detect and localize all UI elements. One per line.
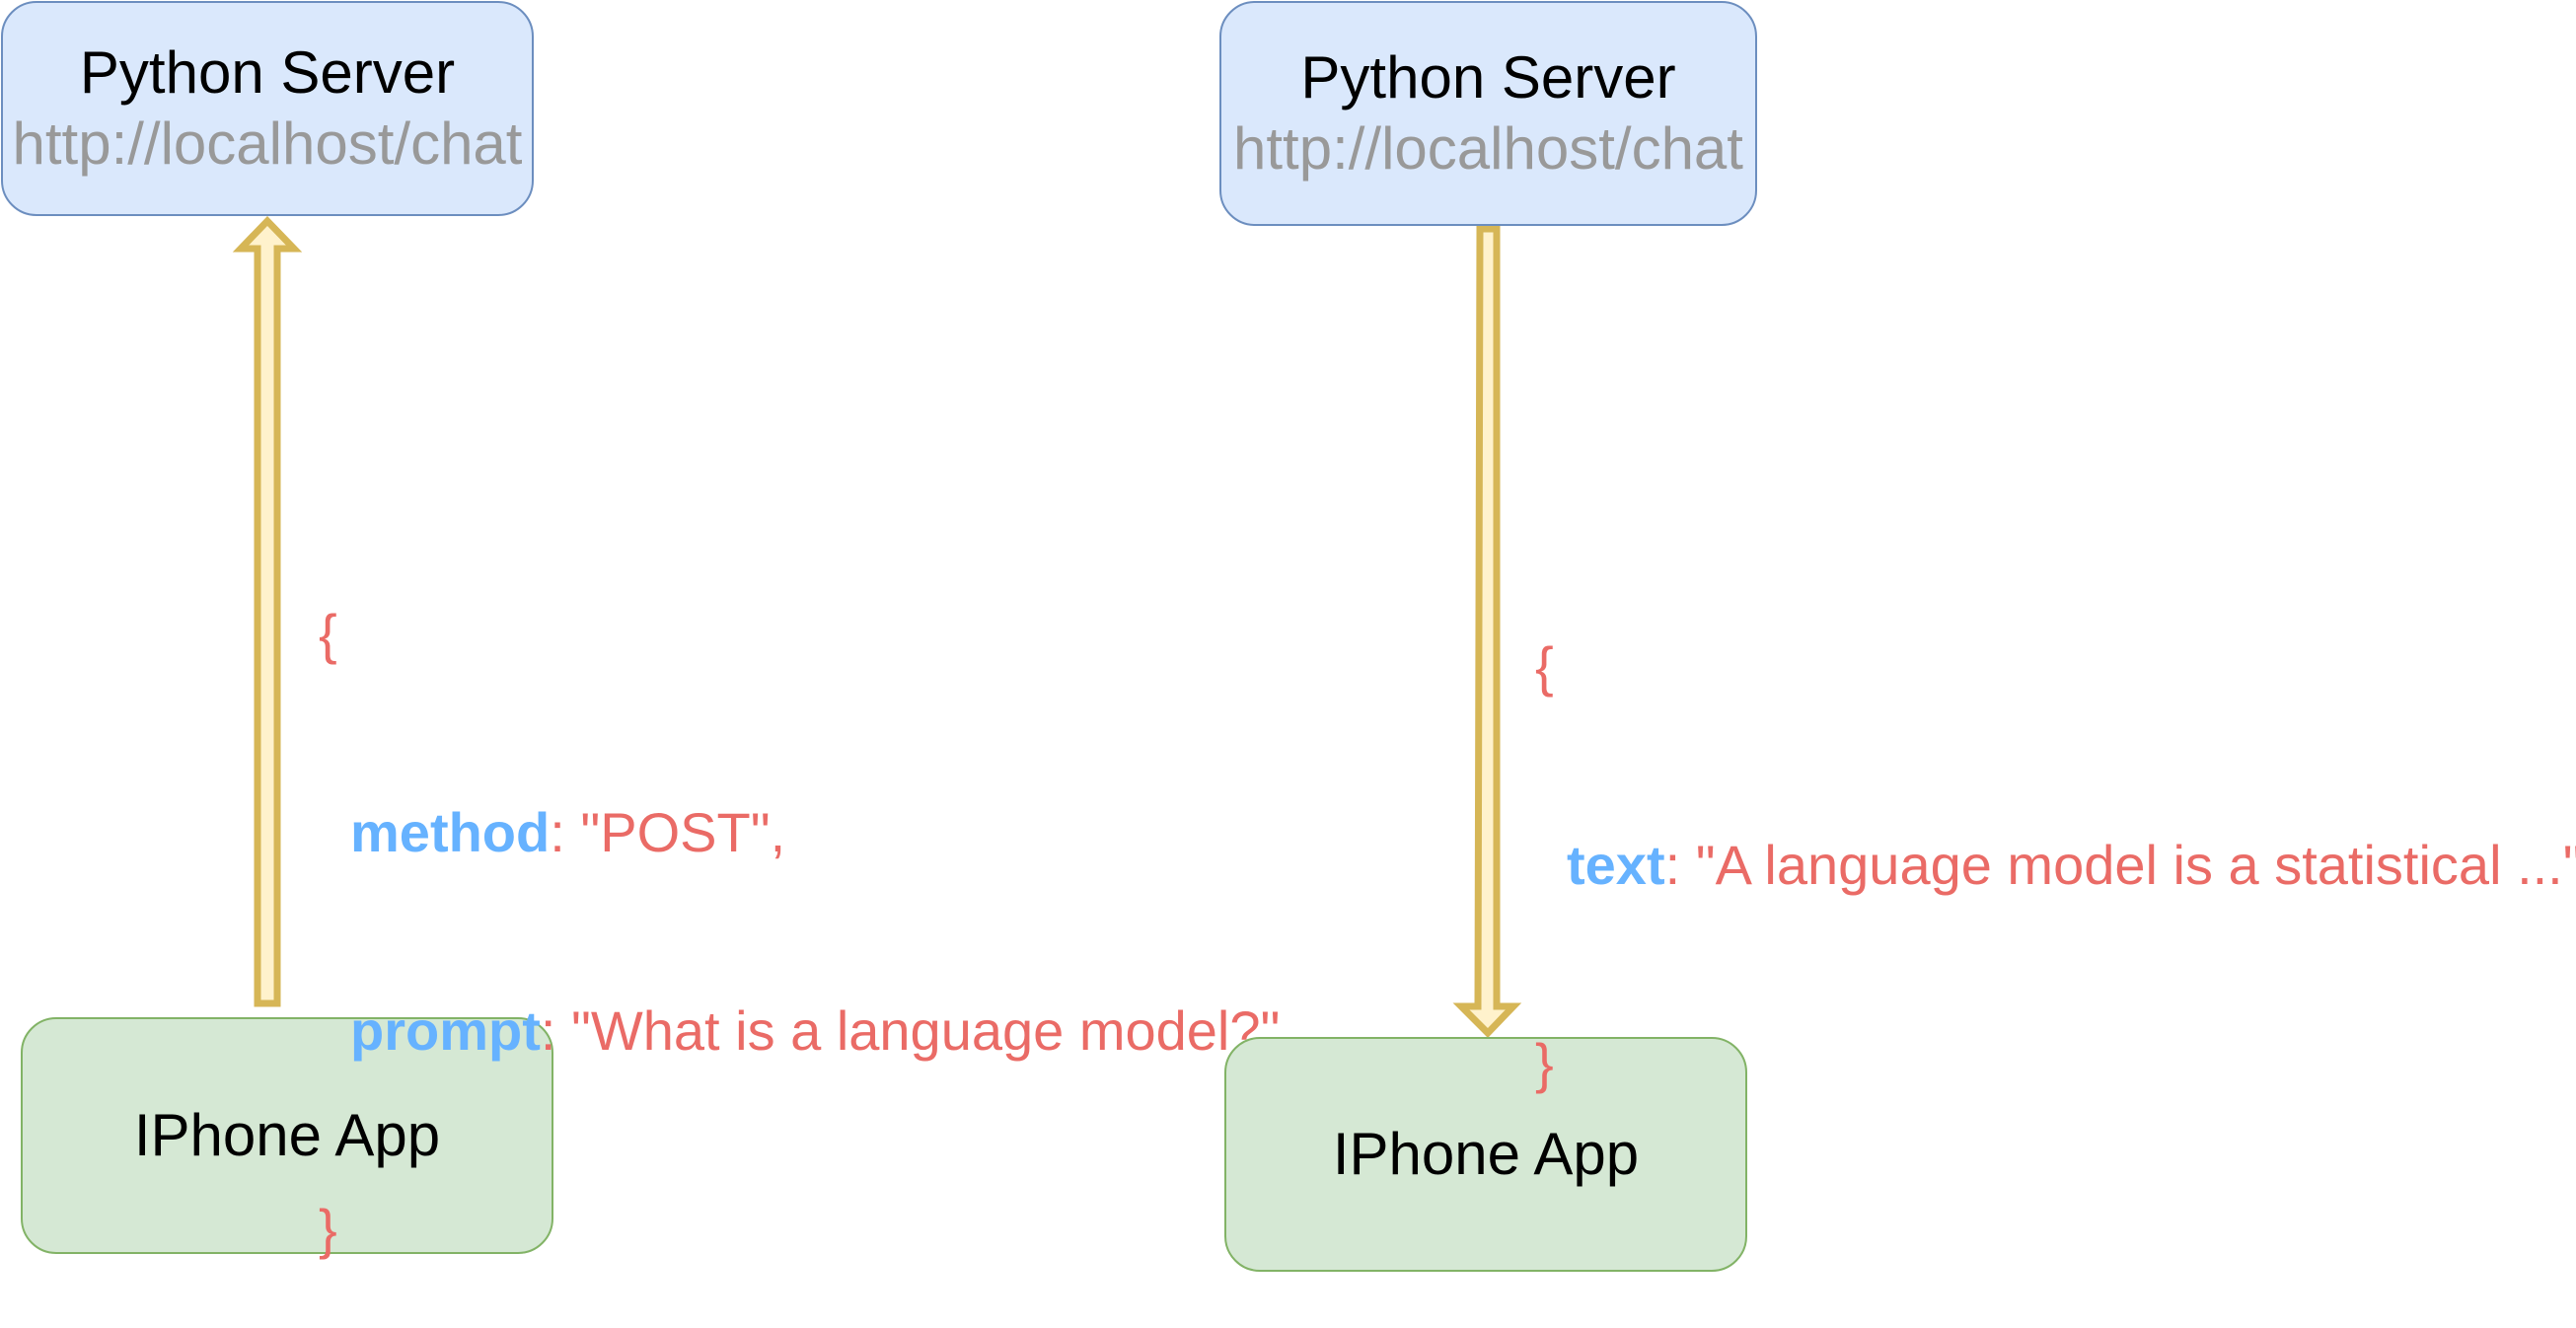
right-payload-close-brace: }	[1535, 1032, 1554, 1094]
right-payload-open-brace: {	[1535, 635, 1554, 698]
left-payload-close-brace: }	[319, 1198, 337, 1260]
right-payload-value-text: "A language model is a statistical ..."	[1695, 834, 2576, 896]
left-payload-field-prompt: prompt: "What is a language model?"	[319, 997, 1280, 1064]
right-python-server-node: Python Server http://localhost/chat	[1219, 1, 1757, 226]
right-response-payload: { text: "A language model is a statistic…	[1535, 501, 2576, 1162]
left-python-server-node: Python Server http://localhost/chat	[1, 1, 534, 216]
left-payload-key-prompt: prompt	[350, 999, 541, 1062]
left-request-payload: { method: "POST", prompt: "What is a lan…	[319, 469, 1280, 1328]
left-payload-field-method: method: "POST",	[319, 799, 1280, 865]
left-payload-sep-prompt: :	[540, 999, 571, 1062]
left-payload-sep-method: :	[550, 801, 581, 863]
request-arrow	[232, 215, 303, 1007]
right-payload-key-text: text	[1567, 834, 1665, 896]
right-server-title: Python Server	[1300, 44, 1676, 111]
left-payload-value-method: "POST",	[580, 801, 786, 863]
right-payload-field-text: text: "A language model is a statistical…	[1535, 832, 2576, 898]
left-payload-value-prompt: "What is a language model?"	[570, 999, 1281, 1062]
right-payload-sep-text: :	[1664, 834, 1696, 896]
left-iphone-app-node: IPhone App	[21, 1017, 553, 1254]
right-app-title: IPhone App	[1332, 1121, 1640, 1187]
left-server-title: Python Server	[79, 39, 456, 106]
right-server-url: http://localhost/chat	[1233, 115, 1743, 182]
right-iphone-app-node: IPhone App	[1224, 1037, 1747, 1272]
left-payload-key-method: method	[350, 801, 551, 863]
response-arrow	[1452, 225, 1522, 1038]
left-payload-open-brace: {	[319, 603, 337, 665]
arrows-layer	[232, 215, 1522, 1038]
left-app-title: IPhone App	[133, 1102, 441, 1168]
left-server-url: http://localhost/chat	[12, 111, 523, 177]
